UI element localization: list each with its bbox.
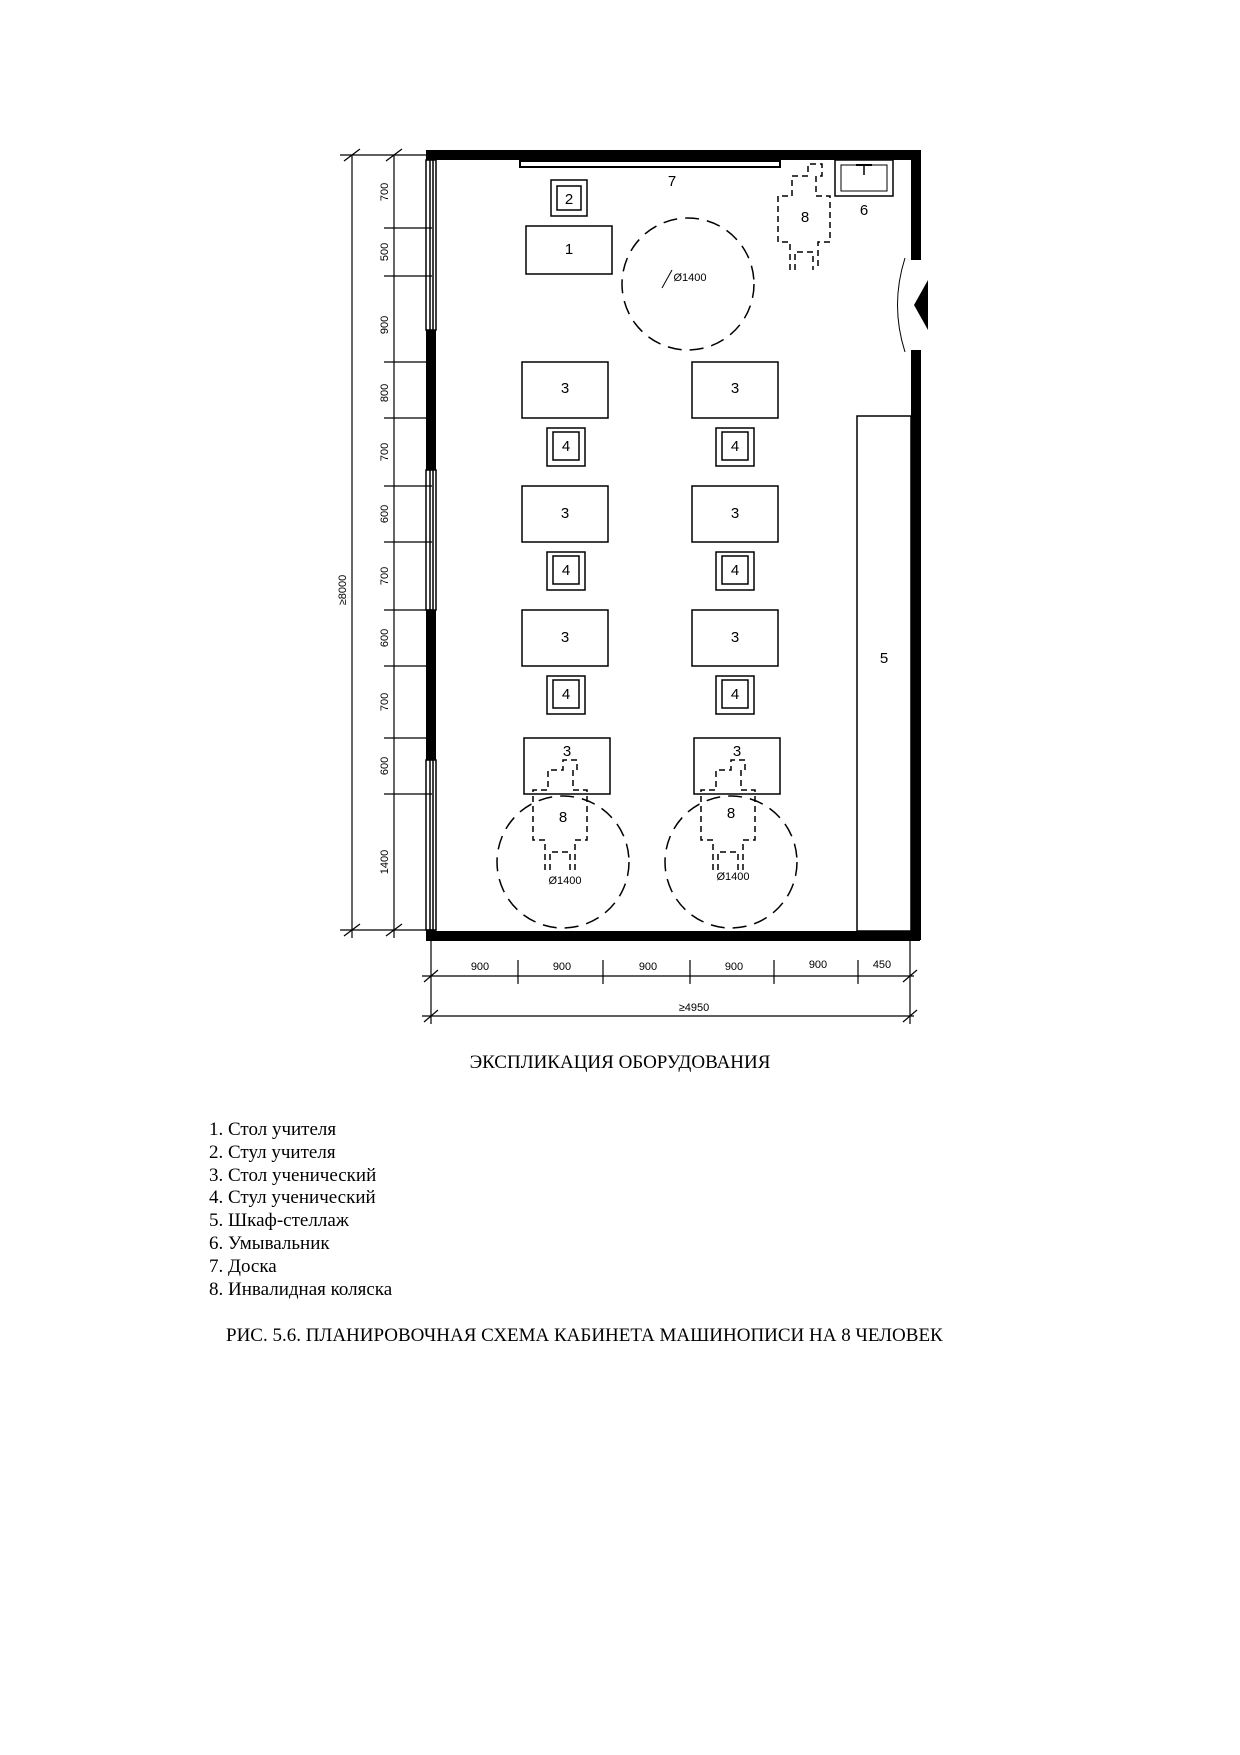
dim-bottom-1: 900 xyxy=(471,961,489,973)
dim-left-7: 700 xyxy=(379,567,391,585)
equipment-legend: 1. Стол учителя 2. Стул учителя 3. Стол … xyxy=(209,1119,392,1301)
legend-item: 3. Стол ученический xyxy=(209,1164,377,1186)
dim-bottom-5: 900 xyxy=(809,959,827,971)
dim-left-10: 600 xyxy=(379,757,391,775)
dim-left-8: 600 xyxy=(379,629,391,647)
student-chair xyxy=(546,675,586,715)
dim-left-5: 700 xyxy=(379,443,391,461)
legend-item: 7. Доска xyxy=(209,1255,277,1277)
wheelchair-top xyxy=(777,163,831,270)
teacher-desk: 1 xyxy=(525,225,613,275)
legend-item: 1. Стол учителя xyxy=(209,1119,337,1140)
dim-bottom-4: 900 xyxy=(725,961,743,973)
sink-label: 6 xyxy=(860,202,868,219)
wheelchair-top-label: 8 xyxy=(801,209,809,226)
turning-circle-top: Ø1400 xyxy=(621,217,755,351)
turning-circle-bottom-right: Ø1400 xyxy=(664,795,798,929)
student-desk-label: 3 xyxy=(563,743,571,760)
dim-left-9: 700 xyxy=(379,693,391,711)
legend-item: 5. Шкаф-стеллаж xyxy=(209,1210,349,1232)
legend-item: 4. Стул ученический xyxy=(209,1187,376,1209)
board-label: 7 xyxy=(668,173,676,190)
dim-bottom-3: 900 xyxy=(639,961,657,973)
student-desk xyxy=(693,737,781,795)
teacher-chair: 2 xyxy=(550,179,588,217)
dim-bottom-total: ≥4950 xyxy=(679,1002,710,1014)
student-chair-label: 4 xyxy=(562,686,570,703)
turning-circle-bottom-left: Ø1400 xyxy=(496,795,630,929)
student-desk xyxy=(523,737,611,795)
student-desk-label: 3 xyxy=(731,380,739,397)
figure-caption: РИС. 5.6. ПЛАНИРОВОЧНАЯ СХЕМА КАБИНЕТА М… xyxy=(226,1325,943,1346)
bottom-dimension-lines xyxy=(422,940,918,1024)
student-chair-label: 4 xyxy=(562,438,570,455)
dim-bottom-2: 900 xyxy=(553,961,571,973)
dim-left-3: 900 xyxy=(379,316,391,334)
student-chair xyxy=(715,675,755,715)
dim-left-1: 700 xyxy=(379,183,391,201)
dim-left-6: 600 xyxy=(379,505,391,523)
dim-left-11: 1400 xyxy=(379,850,391,874)
sink: 6 xyxy=(834,159,894,219)
dim-left-4: 800 xyxy=(379,384,391,402)
door xyxy=(897,257,928,353)
student-chair-label: 4 xyxy=(731,686,739,703)
left-dimension-lines xyxy=(340,148,432,938)
dim-left-total: ≥8000 xyxy=(337,575,349,606)
student-chair-label: 4 xyxy=(562,562,570,579)
legend-item: 8. Инвалидная коляска xyxy=(209,1278,393,1300)
student-desk-label: 3 xyxy=(731,505,739,522)
board: 7 xyxy=(519,160,781,190)
floor-plan: 7 2 1 Ø1400 6 8 3 3 3 3 3 3 3 3 xyxy=(337,148,928,1024)
student-chair-label: 4 xyxy=(731,562,739,579)
circle-bottom-left-label: Ø1400 xyxy=(548,875,581,887)
student-desk-label: 3 xyxy=(731,629,739,646)
student-chair xyxy=(715,551,755,591)
student-chair xyxy=(546,551,586,591)
student-chair xyxy=(546,427,586,467)
cabinet-label: 5 xyxy=(880,650,888,667)
dim-bottom-6: 450 xyxy=(873,959,891,971)
legend-item: 2. Стул учителя xyxy=(209,1141,336,1163)
student-desk xyxy=(691,609,779,667)
student-desk xyxy=(691,485,779,543)
student-desk xyxy=(521,361,609,419)
wheelchair-bottom-left-label: 8 xyxy=(559,809,567,826)
teacher-chair-label: 2 xyxy=(565,191,573,208)
student-desk-label: 3 xyxy=(561,629,569,646)
student-desk xyxy=(691,361,779,419)
legend-item: 6. Умывальник xyxy=(209,1232,330,1254)
student-desk-label: 3 xyxy=(733,743,741,760)
circle-bottom-right-label: Ø1400 xyxy=(716,871,749,883)
circle-top-label: Ø1400 xyxy=(673,272,706,284)
student-desk-label: 3 xyxy=(561,380,569,397)
student-chair xyxy=(715,427,755,467)
cabinet: 5 xyxy=(856,415,912,932)
wheelchair-bottom-right-label: 8 xyxy=(727,805,735,822)
student-desk xyxy=(521,485,609,543)
dim-left-2: 500 xyxy=(379,243,391,261)
student-desk-label: 3 xyxy=(561,505,569,522)
teacher-desk-label: 1 xyxy=(565,241,573,258)
student-chair-label: 4 xyxy=(731,438,739,455)
walls xyxy=(426,150,921,941)
explication-heading: ЭКСПЛИКАЦИЯ ОБОРУДОВАНИЯ xyxy=(469,1052,771,1073)
student-desk xyxy=(521,609,609,667)
